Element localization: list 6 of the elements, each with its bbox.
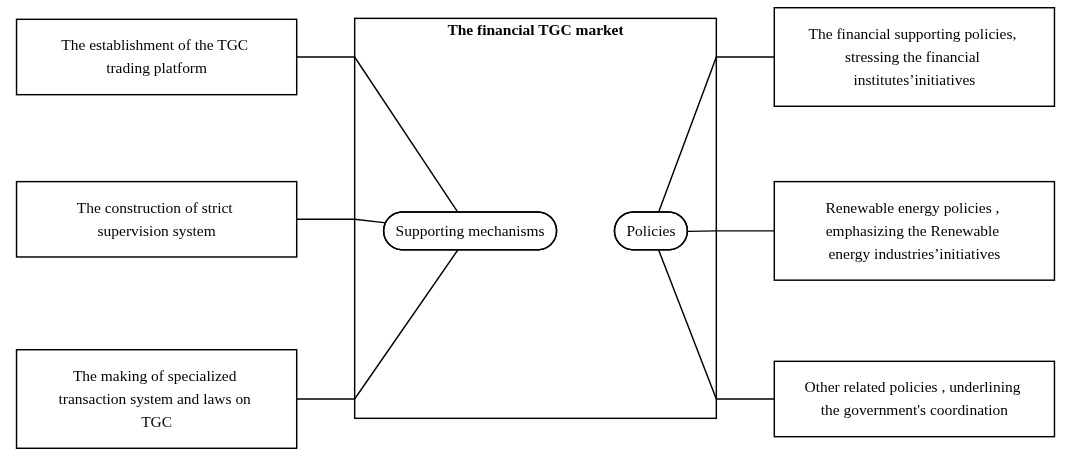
node-box: The construction of strict supervision system: [15, 180, 298, 258]
node-box: The financial supporting policies, stressing the financial institutes’initiatives: [773, 7, 1056, 107]
node-box: Renewable energy policies , emphasizing the Renewable energy industries’initiatives: [773, 180, 1056, 281]
node-box: The establishment of the TGC trading platform: [15, 18, 298, 96]
node-box: Other related policies , underlining the government's coordination: [773, 360, 1056, 438]
node-box: The making of specialized transaction system and laws on TGC: [15, 349, 298, 449]
